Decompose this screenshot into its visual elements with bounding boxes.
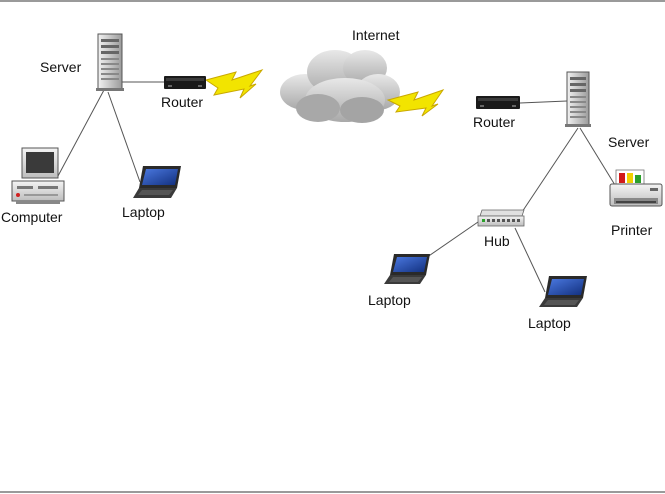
server-right-label: Server: [608, 134, 650, 150]
link-hub-laptop-2: [514, 227, 546, 293]
laptop-left-label: Laptop: [122, 204, 165, 220]
hub-icon: [477, 209, 525, 227]
printer-label: Printer: [611, 222, 653, 238]
laptop-icon: [539, 276, 587, 307]
link-server-hub: [519, 127, 579, 216]
laptop-right-1-label: Laptop: [368, 292, 411, 308]
hub-label: Hub: [484, 233, 510, 249]
router-icon: [164, 76, 206, 89]
printer-icon: [609, 169, 663, 207]
link-server-computer: [57, 89, 105, 177]
router-left-label: Router: [161, 94, 203, 110]
connections: [57, 81, 619, 293]
laptop-right-2-label: Laptop: [528, 315, 571, 331]
lightning-icon: [386, 89, 445, 117]
link-server-printer: [579, 127, 619, 191]
server-left-label: Server: [40, 59, 82, 75]
laptop-icon: [384, 254, 430, 284]
desktop-computer-icon: [11, 147, 65, 204]
link-router-server-right: [519, 100, 568, 104]
router-icon: [476, 96, 520, 109]
laptop-icon: [133, 166, 181, 198]
internet-label: Internet: [352, 27, 400, 43]
server-icon: [565, 71, 591, 127]
router-right-label: Router: [473, 114, 515, 130]
cloud-icon: [280, 50, 400, 123]
link-server-laptop-left: [107, 91, 141, 183]
server-icon: [96, 33, 124, 91]
computer-label: Computer: [1, 209, 63, 225]
lightning-icon: [204, 69, 264, 99]
